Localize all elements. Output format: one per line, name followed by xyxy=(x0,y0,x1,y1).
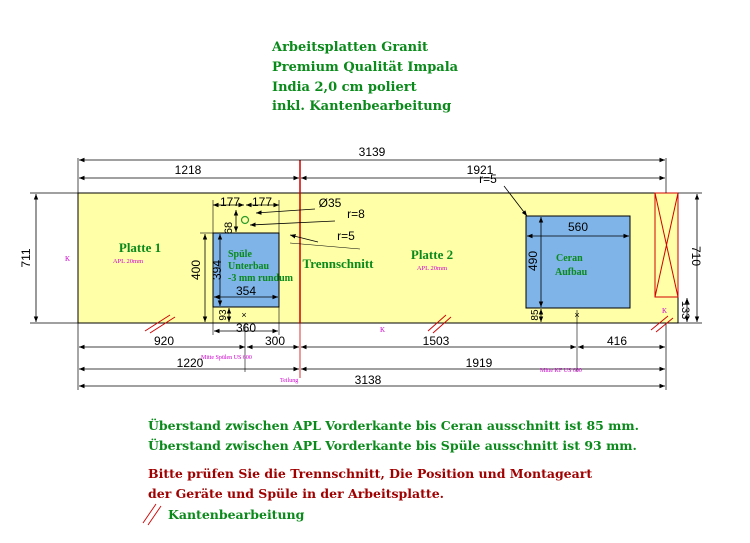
k-marker-bottom: K xyxy=(380,326,385,334)
dim-height-right: 710 xyxy=(689,246,703,266)
sink-label-1: Spüle xyxy=(228,249,252,260)
legend-edge-mark xyxy=(142,503,162,526)
header-line-3: India 2,0 cm poliert xyxy=(272,80,417,95)
dim-top-total: 3139 xyxy=(359,145,386,159)
platte2-label: Platte 2 xyxy=(411,247,453,262)
dim-177b: 177 xyxy=(252,195,272,209)
dim-133: 133 xyxy=(679,301,691,319)
dim-r8: r=8 xyxy=(347,207,365,221)
dim-1220: 1220 xyxy=(177,356,204,370)
legend-label: Kantenbearbeitung xyxy=(168,507,305,522)
dim-top-right: 1921 xyxy=(467,163,494,177)
note-mitte-kf: Mitte KF US 600 xyxy=(540,368,582,374)
end-box xyxy=(654,192,679,298)
sink-cutout xyxy=(212,232,280,308)
platte1-label: Platte 1 xyxy=(119,240,161,255)
dim-height-left: 711 xyxy=(19,248,33,267)
dim-3138: 3138 xyxy=(355,373,382,387)
dim-93: 93 xyxy=(218,309,229,321)
dim-394: 394 xyxy=(210,260,224,280)
dim-416: 416 xyxy=(607,334,627,348)
note-line-2: Überstand zwischen APL Vorderkante bis S… xyxy=(148,438,637,453)
note-mitte-spuele: Mitte Spülen US 600 xyxy=(201,355,252,361)
k-marker-left: K xyxy=(65,255,70,263)
dim-920: 920 xyxy=(154,334,174,348)
note-line-4: der Geräte und Spüle in der Arbeitsplatt… xyxy=(148,486,444,501)
trennschnitt-label: Trennschnitt xyxy=(302,256,374,271)
dim-360: 360 xyxy=(236,321,256,335)
edge-mark-2 xyxy=(427,314,452,334)
header-line-2: Premium Qualität Impala xyxy=(272,60,459,75)
dim-hole: Ø35 xyxy=(319,196,342,210)
dim-560: 560 xyxy=(568,220,588,234)
sink-label-3: -3 mm rundum xyxy=(228,273,294,284)
dim-490: 490 xyxy=(526,251,540,271)
leader-r5-tail xyxy=(289,242,361,250)
edge-mark-3 xyxy=(650,315,674,333)
ceran-cutout xyxy=(525,215,631,309)
platte1-sub: APL 20mm xyxy=(113,258,143,265)
dim-68: 68 xyxy=(223,222,235,234)
leader-r5-sink xyxy=(289,234,319,243)
note-teilung: Teilung xyxy=(280,378,298,384)
dim-1503: 1503 xyxy=(423,334,450,348)
header-line-4: inkl. Kantenbearbeitung xyxy=(272,99,452,114)
edge-mark-1 xyxy=(144,314,176,334)
dim-r5-ceran: r=5 xyxy=(479,172,497,186)
dim-177a: 177 xyxy=(220,195,240,209)
dim-300: 300 xyxy=(265,334,285,348)
leader-r5-ceran xyxy=(503,185,528,217)
dim-r5-sink: r=5 xyxy=(337,229,355,243)
dim-top-left: 1218 xyxy=(175,163,202,177)
leader-r8 xyxy=(249,220,336,227)
tap-hole xyxy=(240,215,250,225)
leader-hole xyxy=(255,208,316,215)
sink-label-2: Unterbau xyxy=(228,261,270,272)
dim-1919: 1919 xyxy=(466,356,493,370)
dim-85: 85 xyxy=(530,309,541,321)
note-line-1: Überstand zwischen APL Vorderkante bis C… xyxy=(148,418,639,433)
k-marker-right: K xyxy=(662,307,667,315)
header-line-1: Arbeitsplatten Granit xyxy=(272,40,429,55)
ceran-label-2: Aufbau xyxy=(555,267,588,278)
ceran-label-1: Ceran xyxy=(556,253,583,264)
dim-400: 400 xyxy=(189,260,203,280)
note-line-3: Bitte prüfen Sie die Trennschnitt, Die P… xyxy=(148,466,593,481)
end-box-cross-b xyxy=(654,192,679,298)
platte2-sub: APL 20mm xyxy=(417,265,447,272)
sink-center-mark: × xyxy=(241,310,246,320)
dim-354: 354 xyxy=(236,284,256,298)
